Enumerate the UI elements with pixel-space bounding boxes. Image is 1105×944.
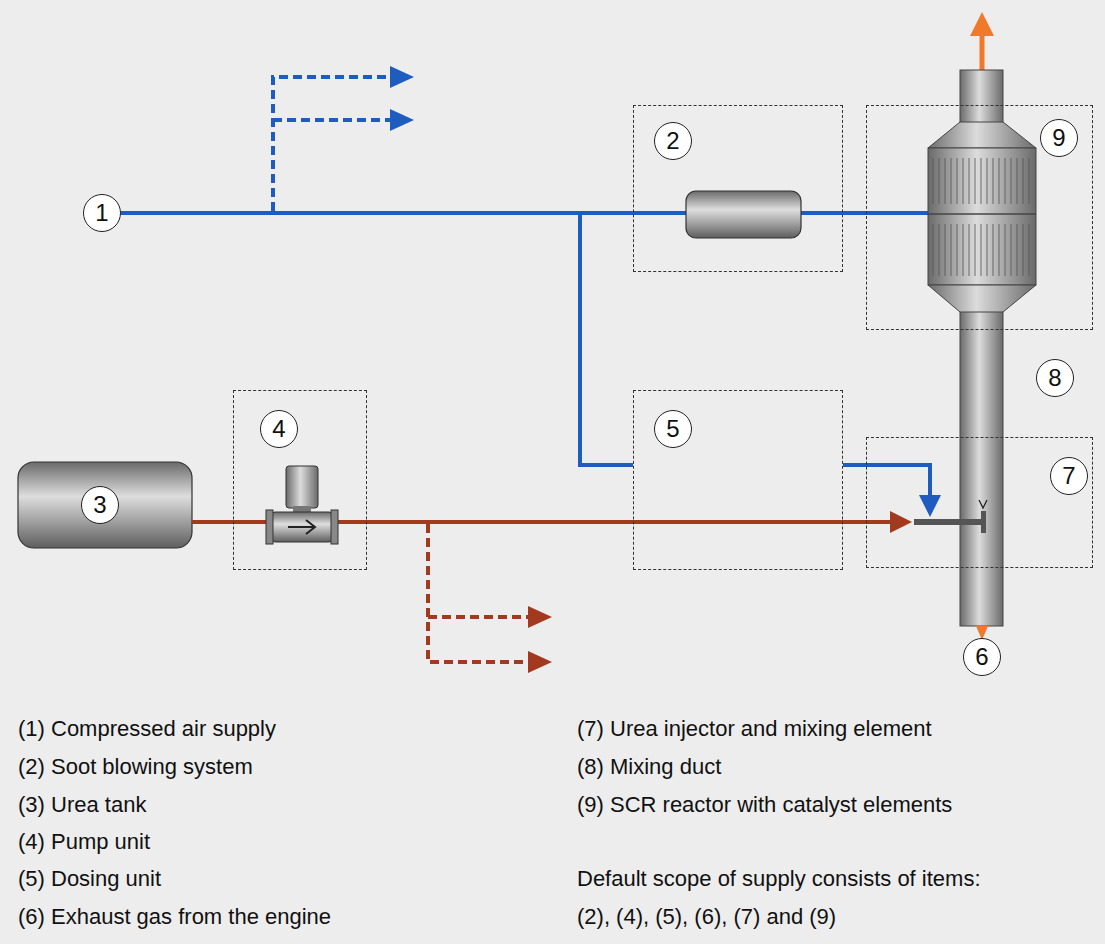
arrow-head — [528, 651, 552, 673]
spray — [979, 500, 987, 508]
component-box: 7 — [866, 437, 1093, 568]
callout-circle: 8 — [1036, 359, 1074, 397]
reactor-body — [928, 148, 1036, 285]
pipe-connector — [367, 511, 912, 533]
callout-number: 1 — [83, 194, 121, 232]
legend-text: (6) Exhaust gas from the engine — [18, 904, 331, 930]
callout-number: 5 — [654, 410, 692, 448]
legend-text: (4) Pump unit — [18, 829, 150, 855]
legend-text: Default scope of supply consists of item… — [577, 866, 981, 892]
callout-number: 7 — [1050, 457, 1088, 495]
catalyst-fins — [932, 158, 1032, 204]
arrow-head — [970, 12, 994, 36]
callout-circle: 1 — [83, 194, 121, 232]
component-box: 3 — [18, 462, 192, 548]
component-box: 5 — [633, 390, 843, 570]
pipe-connector — [192, 522, 233, 523]
component-box: 2 — [633, 105, 843, 272]
legend-text: (1) Compressed air supply — [18, 716, 276, 742]
pump-motor — [286, 466, 318, 508]
air-branch — [273, 77, 392, 211]
callout-number: 8 — [1036, 359, 1074, 397]
exhaust-outlet — [980, 34, 985, 72]
pump-flange — [266, 510, 273, 544]
arrow-head — [919, 495, 941, 517]
pipe-connector — [843, 465, 941, 517]
pipe-line — [843, 465, 930, 497]
pump-body — [272, 512, 332, 542]
pipe-connector — [843, 213, 866, 214]
soot-blower-vessel — [686, 191, 801, 238]
callout-number: 2 — [654, 122, 692, 160]
pipe-line — [367, 520, 892, 524]
urea-injector — [914, 519, 984, 525]
callout-circle: 6 — [963, 638, 1001, 676]
pipe-line — [121, 213, 633, 465]
legend-text: (3) Urea tank — [18, 792, 146, 818]
legend-text: (2), (4), (5), (6), (7) and (9) — [577, 904, 836, 930]
urea-tank — [18, 462, 192, 548]
pump-flange — [331, 510, 338, 544]
legend-text: (9) SCR reactor with catalyst elements — [577, 792, 952, 818]
arrow-head — [890, 511, 912, 533]
legend-text: (5) Dosing unit — [18, 866, 161, 892]
arrow-head — [528, 606, 552, 628]
callout-number: 6 — [963, 638, 1001, 676]
pipe-line — [192, 520, 233, 524]
component-box: 9 — [866, 105, 1093, 330]
legend-text: (7) Urea injector and mixing element — [577, 716, 932, 742]
reactor-bottom-cone — [928, 285, 1036, 312]
pipe-connector — [121, 213, 633, 465]
reactor-band — [928, 213, 1036, 215]
pipe-line — [843, 211, 866, 215]
urea-branch — [428, 524, 530, 662]
catalyst-fins — [932, 224, 1032, 276]
callout-number: 9 — [1040, 119, 1078, 157]
legend-text: (2) Soot blowing system — [18, 754, 253, 780]
callout-number: 3 — [81, 486, 119, 524]
component-box: 4 — [233, 390, 367, 570]
reactor-top-cone — [928, 122, 1036, 148]
legend-text: (8) Mixing duct — [577, 754, 721, 780]
callout-number: 4 — [260, 410, 298, 448]
arrow-head — [390, 66, 414, 88]
arrow-head — [390, 109, 414, 131]
injector-nozzle — [981, 511, 986, 533]
flow-arrow-symbol — [288, 520, 315, 534]
